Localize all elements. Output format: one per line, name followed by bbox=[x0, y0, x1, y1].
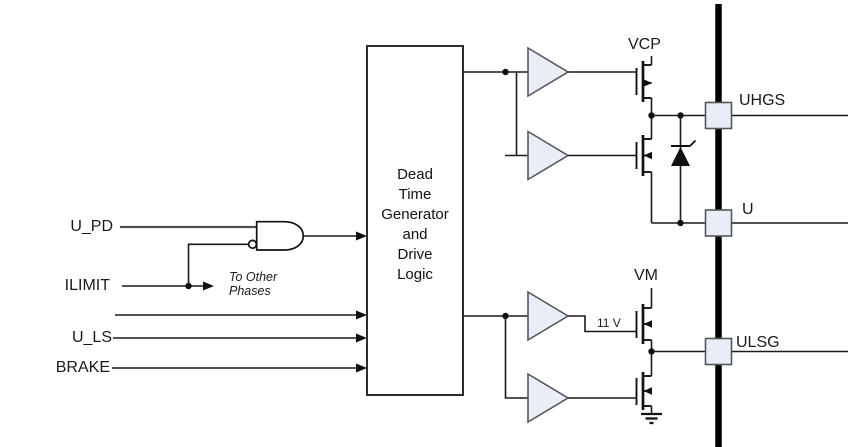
ground-icon bbox=[641, 412, 662, 425]
input-label-ilimit: ILIMIT bbox=[64, 277, 110, 294]
pad-label-ulsg: ULSG bbox=[736, 334, 780, 351]
dead-time-block bbox=[366, 45, 464, 396]
supply-label-vm: VM bbox=[634, 267, 658, 284]
pad-label-uhgs: UHGS bbox=[739, 92, 786, 109]
inverter-bubble-icon bbox=[247, 239, 258, 250]
to-other-phases-note: To Other Phases bbox=[229, 270, 278, 298]
nmos-high-2-icon bbox=[635, 115, 653, 223]
pad-label-u: U bbox=[742, 201, 754, 218]
wire-buf3-out bbox=[568, 315, 637, 333]
arrowhead-icon bbox=[356, 231, 367, 241]
pad-ulsg bbox=[704, 337, 733, 366]
arrowhead-icon bbox=[356, 363, 367, 373]
arrowhead-icon bbox=[356, 310, 367, 320]
junction-dot bbox=[677, 219, 684, 227]
block-line-6: Logic bbox=[397, 266, 433, 283]
nmos-low-2-icon bbox=[635, 351, 653, 414]
arrowhead-icon bbox=[356, 333, 367, 343]
block-line-4: and bbox=[402, 226, 428, 243]
input-label-brake: BRAKE bbox=[55, 359, 110, 376]
wire-ilimit-to-gate bbox=[187, 243, 249, 286]
zener-diode-icon bbox=[671, 139, 697, 166]
block-line-5: Drive bbox=[397, 246, 433, 263]
to-other-phases-line2: Phases bbox=[229, 283, 271, 298]
dead-time-block-label: Dead Time Generator and Drive Logic bbox=[367, 165, 463, 285]
arrowhead-icon bbox=[203, 281, 214, 291]
junction-dot bbox=[502, 68, 509, 76]
pad-uhgs bbox=[704, 101, 733, 130]
nmos-high-1-icon bbox=[635, 56, 653, 116]
supply-label-vcp: VCP bbox=[628, 36, 661, 53]
buffer-high-1-icon bbox=[527, 46, 570, 98]
pad-u bbox=[704, 209, 733, 237]
input-label-u-ls: U_LS bbox=[71, 329, 112, 346]
buffer-low-1-icon bbox=[527, 290, 570, 342]
gate-voltage-label: 11 V bbox=[597, 316, 621, 330]
input-label-u-pd: U_PD bbox=[70, 218, 113, 235]
to-other-phases-line1: To Other bbox=[229, 270, 278, 284]
nmos-low-1-icon bbox=[635, 288, 653, 352]
buffer-low-2-icon bbox=[527, 372, 570, 424]
block-line-2: Time bbox=[398, 186, 432, 203]
block-line-1: Dead bbox=[397, 166, 433, 183]
block-line-3: Generator bbox=[381, 206, 449, 223]
wire-ls-branch bbox=[504, 316, 528, 399]
buffer-high-2-icon bbox=[527, 130, 570, 181]
junction-dot bbox=[648, 112, 655, 119]
junction-dot bbox=[648, 348, 655, 355]
and-gate bbox=[255, 220, 305, 251]
